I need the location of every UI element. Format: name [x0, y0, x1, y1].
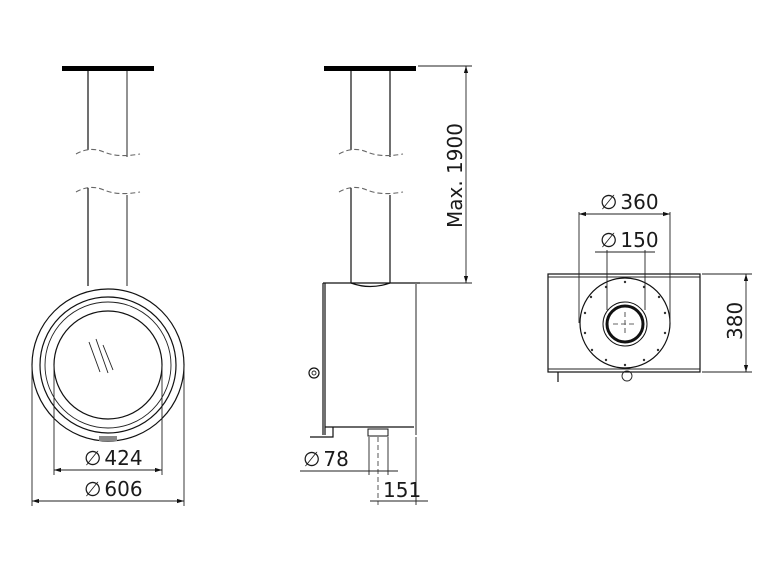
front-body-diameter-label: 606 [104, 477, 142, 501]
flue-outlet-circle [602, 301, 648, 347]
glass-reflection-icon [88, 338, 114, 374]
ceiling-plate-side [324, 66, 416, 71]
glass-door-circle [53, 310, 163, 420]
handle-ring-icon [308, 367, 320, 379]
svg-text:∅360: ∅360 [600, 190, 659, 214]
flue-diameter-label: 78 [323, 447, 348, 471]
front-glass-diameter-label: 424 [104, 446, 142, 470]
max-height-label: Max. 1900 [443, 123, 467, 228]
top-body-rect [547, 273, 701, 373]
flue-offset-label: 151 [383, 478, 421, 502]
collar-diameter-label: 360 [620, 190, 658, 214]
top-view: ∅360 ∅150 380 [547, 190, 752, 382]
svg-text:∅424: ∅424 [84, 446, 143, 470]
svg-text:∅606: ∅606 [84, 477, 143, 501]
side-view: Max. 1900 ∅78 151 [300, 65, 472, 505]
ceiling-plate-front [62, 66, 154, 71]
svg-text:∅78: ∅78 [303, 447, 349, 471]
front-view: ∅424 ∅606 [31, 66, 185, 506]
depth-label: 380 [723, 302, 747, 340]
center-cross-icon [613, 312, 637, 336]
stove-body-circle [31, 288, 185, 442]
svg-text:∅150: ∅150 [600, 228, 659, 252]
top-flue-diameter-label: 150 [620, 228, 658, 252]
